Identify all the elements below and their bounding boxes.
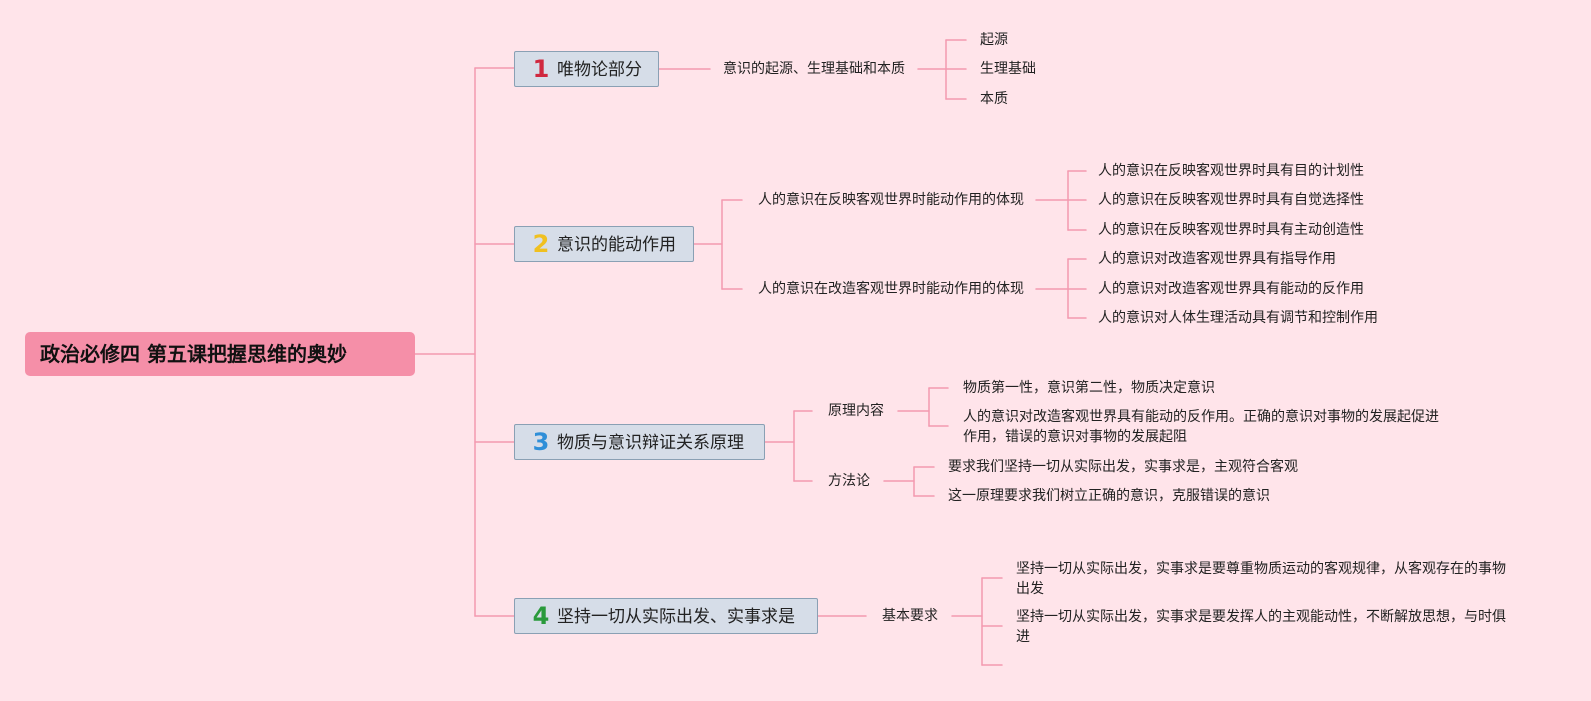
subtopic-3-1[interactable]: 原理内容 [828, 403, 884, 419]
leaf-4-1-2[interactable]: 坚持一切从实际出发，实事求是要发挥人的主观能动性，不断解放思想，与时俱进 [1016, 609, 1506, 645]
topic-2[interactable]: 2 意识的能动作用 [514, 226, 694, 262]
topic-label: 意识的能动作用 [557, 235, 676, 255]
leaf-4-1-1[interactable]: 坚持一切从实际出发，实事求是要尊重物质运动的客观规律，从客观存在的事物出发 [1016, 561, 1506, 597]
topic-label: 唯物论部分 [557, 60, 642, 80]
topic-number: 1 [532, 55, 550, 83]
leaf-2-2-2[interactable]: 人的意识对改造客观世界具有能动的反作用 [1098, 281, 1364, 297]
leaf-1-1-3[interactable]: 本质 [980, 91, 1008, 107]
topic-label: 坚持一切从实际出发、实事求是 [557, 607, 795, 627]
leaf-1-1-1[interactable]: 起源 [980, 32, 1008, 48]
leaf-3-1-2[interactable]: 人的意识对改造客观世界具有能动的反作用。正确的意识对事物的发展起促进作用，错误的… [963, 409, 1439, 445]
leaf-3-1-1[interactable]: 物质第一性，意识第二性，物质决定意识 [963, 380, 1215, 396]
topic-number: 4 [532, 602, 550, 630]
subtopic-4-1[interactable]: 基本要求 [882, 608, 938, 624]
leaf-2-1-3[interactable]: 人的意识在反映客观世界时具有主动创造性 [1098, 222, 1364, 238]
leaf-2-1-2[interactable]: 人的意识在反映客观世界时具有自觉选择性 [1098, 192, 1364, 208]
topic-4[interactable]: 4 坚持一切从实际出发、实事求是 [514, 598, 818, 634]
topic-1[interactable]: 1 唯物论部分 [514, 51, 659, 87]
leaf-2-2-3[interactable]: 人的意识对人体生理活动具有调节和控制作用 [1098, 310, 1378, 326]
topic-number: 3 [532, 428, 550, 456]
leaf-3-2-1[interactable]: 要求我们坚持一切从实际出发，实事求是，主观符合客观 [948, 459, 1298, 475]
topic-number: 2 [532, 230, 550, 258]
leaf-3-2-2[interactable]: 这一原理要求我们树立正确的意识，克服错误的意识 [948, 488, 1270, 504]
leaf-2-2-1[interactable]: 人的意识对改造客观世界具有指导作用 [1098, 251, 1336, 267]
leaf-1-1-2[interactable]: 生理基础 [980, 61, 1036, 77]
topic-3[interactable]: 3 物质与意识辩证关系原理 [514, 424, 765, 460]
subtopic-1-1[interactable]: 意识的起源、生理基础和本质 [723, 61, 905, 77]
central-topic[interactable]: 政治必修四 第五课把握思维的奥妙 [25, 332, 415, 376]
subtopic-2-2[interactable]: 人的意识在改造客观世界时能动作用的体现 [758, 281, 1024, 297]
leaf-2-1-1[interactable]: 人的意识在反映客观世界时具有目的计划性 [1098, 163, 1364, 179]
subtopic-3-2[interactable]: 方法论 [828, 473, 870, 489]
topic-label: 物质与意识辩证关系原理 [557, 433, 744, 453]
subtopic-2-1[interactable]: 人的意识在反映客观世界时能动作用的体现 [758, 192, 1024, 208]
